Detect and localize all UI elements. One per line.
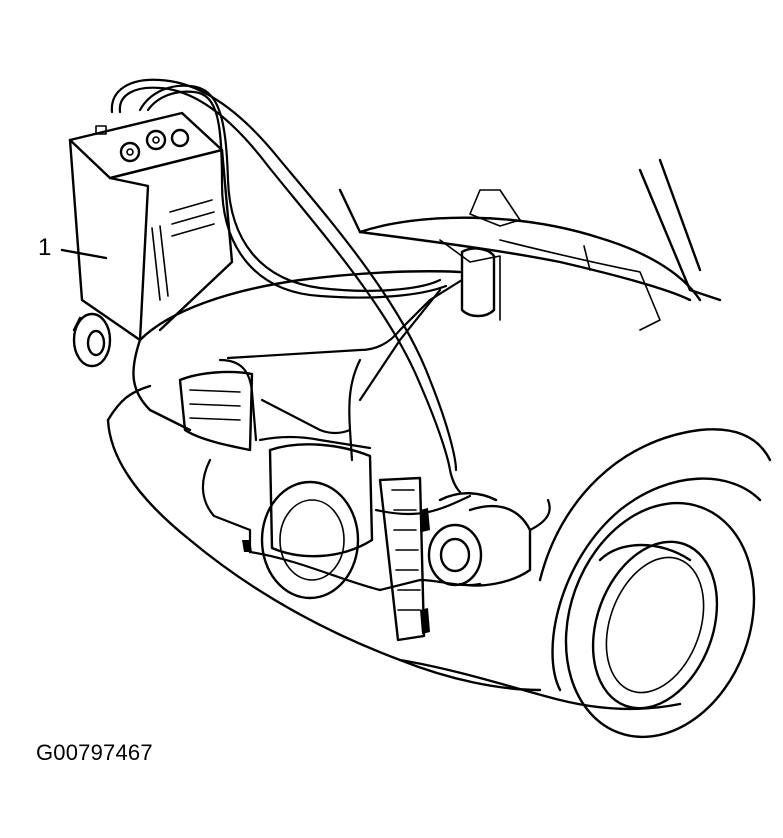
charging-station-icon [68,111,234,368]
engine-bay-components-icon [201,189,692,642]
vehicle-body-icon [106,158,772,739]
callout-label-1: 1 [38,234,52,261]
figure-code: G00797467 [36,740,153,765]
service-hoses-icon [110,78,462,494]
callout-leader-line [60,248,108,260]
